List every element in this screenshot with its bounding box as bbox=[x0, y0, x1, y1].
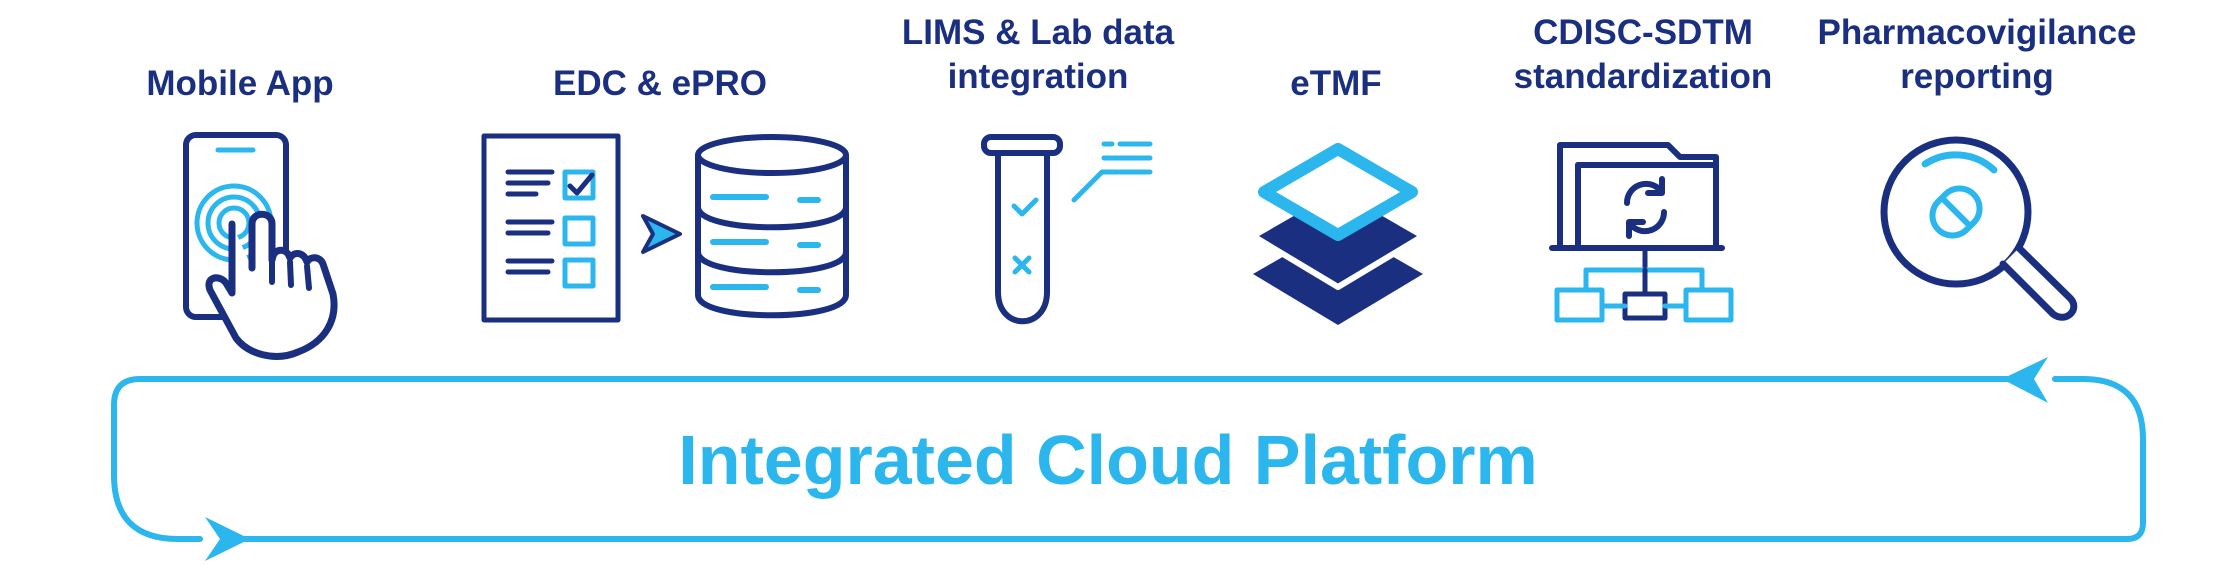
label-line: Pharmacovigilance bbox=[1817, 13, 2137, 52]
label-cdisc: CDISC-SDTM standardization bbox=[1473, 11, 1813, 99]
label-line: EDC & ePRO bbox=[553, 64, 767, 103]
test-tube-icon bbox=[981, 134, 1153, 325]
label-line: Mobile App bbox=[146, 64, 334, 103]
loop-top-line bbox=[111, 376, 2033, 542]
label-line: standardization bbox=[1513, 57, 1773, 96]
layers-icon bbox=[1250, 143, 1426, 325]
label-etmf: eTMF bbox=[1166, 62, 1506, 106]
folder-sync-icon bbox=[1549, 142, 1734, 323]
loop-arrowhead-left bbox=[2002, 357, 2048, 403]
label-edc-epro: EDC & ePRO bbox=[490, 62, 830, 106]
platform-loop bbox=[111, 376, 2146, 542]
label-pharmacovigilance: Pharmacovigilance reporting bbox=[1807, 11, 2147, 99]
label-line: LIMS & Lab data bbox=[901, 13, 1175, 52]
loop-arrowhead-right bbox=[205, 517, 250, 561]
magnifier-pill-icon bbox=[1880, 136, 2078, 321]
checklist-database-icon bbox=[481, 133, 849, 323]
mobile-touch-icon bbox=[183, 132, 338, 360]
label-lims: LIMS & Lab data integration bbox=[868, 11, 1208, 99]
label-line: reporting bbox=[1900, 57, 2054, 96]
label-line: eTMF bbox=[1290, 64, 1382, 103]
platform-title: Integrated Cloud Platform bbox=[678, 421, 1538, 499]
label-mobile-app: Mobile App bbox=[70, 62, 410, 106]
loop-bottom-line bbox=[237, 376, 2146, 542]
label-line: integration bbox=[947, 57, 1129, 96]
label-line: CDISC-SDTM bbox=[1533, 13, 1753, 52]
